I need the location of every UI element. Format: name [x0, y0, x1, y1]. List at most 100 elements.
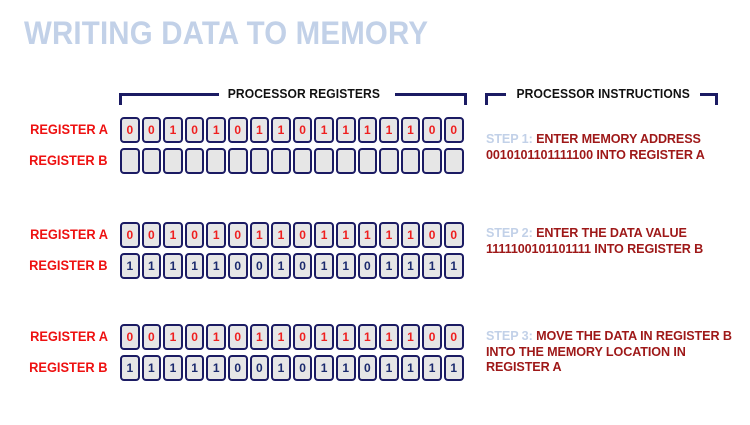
bit-cell: 1 — [335, 355, 356, 381]
bit-cell: 0 — [141, 222, 162, 248]
bit-cell: 1 — [379, 117, 399, 143]
bit-cell: 1 — [163, 253, 183, 279]
bit-cell: 1 — [163, 355, 183, 381]
bit-cell — [422, 148, 442, 174]
bracket-line-left — [119, 93, 219, 96]
bit-cell: 0 — [227, 355, 248, 381]
bit-cell: 1 — [163, 222, 183, 248]
bit-cell: 0 — [141, 324, 162, 350]
bracket-line-left — [485, 93, 506, 96]
bit-cell — [227, 148, 248, 174]
bit-cell: 1 — [206, 253, 226, 279]
page-title: WRITING DATA TO MEMORY — [24, 15, 429, 51]
bit-cell — [400, 148, 421, 174]
bit-cell: 0 — [292, 117, 313, 143]
bit-cell: 0 — [357, 355, 378, 381]
bit-cell: 1 — [163, 117, 183, 143]
bit-cell — [314, 148, 334, 174]
register-b-bits — [120, 148, 464, 174]
register-row-b-step1: REGISTER B — [30, 148, 464, 174]
bit-cell: 0 — [249, 253, 270, 279]
bit-cell — [163, 148, 183, 174]
step-label-1: STEP 1: — [486, 132, 537, 146]
bit-cell: 0 — [292, 355, 313, 381]
bit-cell: 1 — [249, 324, 270, 350]
bit-cell: 1 — [314, 117, 334, 143]
processor-registers-label: PROCESSOR REGISTERS — [227, 86, 380, 101]
bit-cell: 1 — [379, 222, 399, 248]
bit-cell: 1 — [206, 117, 226, 143]
instruction-step-2: STEP 2: ENTER THE DATA VALUE 11111001011… — [486, 226, 734, 257]
bit-cell — [271, 148, 291, 174]
bit-cell: 1 — [206, 324, 226, 350]
bit-cell: 0 — [141, 117, 162, 143]
bit-cell — [141, 148, 162, 174]
bracket-tick-right — [715, 93, 718, 105]
bit-cell: 0 — [443, 324, 464, 350]
register-b-label: REGISTER B — [29, 360, 108, 375]
bit-cell — [249, 148, 270, 174]
bit-cell: 0 — [120, 117, 140, 143]
bit-cell: 1 — [400, 117, 421, 143]
bit-cell: 1 — [314, 324, 334, 350]
bit-cell: 1 — [335, 222, 356, 248]
bit-cell: 1 — [206, 355, 226, 381]
bit-cell: 0 — [422, 324, 442, 350]
bit-cell: 0 — [249, 355, 270, 381]
bit-cell: 1 — [422, 253, 442, 279]
register-a-label: REGISTER A — [30, 227, 108, 242]
instruction-text-3: MOVE THE DATA IN REGISTER B INTO THE MEM… — [486, 329, 732, 374]
bit-cell: 0 — [292, 253, 313, 279]
bit-cell: 0 — [120, 324, 140, 350]
bit-cell — [184, 148, 205, 174]
bit-cell: 1 — [271, 222, 291, 248]
bit-cell — [206, 148, 226, 174]
bit-cell: 1 — [141, 355, 162, 381]
bit-cell — [357, 148, 378, 174]
bit-cell: 1 — [249, 117, 270, 143]
bit-cell: 0 — [120, 222, 140, 248]
step-label-3: STEP 3: — [486, 329, 537, 343]
bit-cell: 0 — [357, 253, 378, 279]
bit-cell: 0 — [443, 222, 464, 248]
bit-cell: 1 — [120, 253, 140, 279]
bit-cell: 1 — [400, 253, 421, 279]
bit-cell — [379, 148, 399, 174]
processor-instructions-bracket: PROCESSOR INSTRUCTIONS — [485, 85, 718, 113]
bit-cell: 1 — [271, 117, 291, 143]
bit-cell: 0 — [184, 324, 205, 350]
bit-cell — [335, 148, 356, 174]
bit-cell — [443, 148, 464, 174]
instruction-step-1: STEP 1: ENTER MEMORY ADDRESS 00101011011… — [486, 132, 734, 163]
bit-cell: 1 — [314, 222, 334, 248]
bit-cell: 0 — [227, 117, 248, 143]
bit-cell: 1 — [335, 324, 356, 350]
register-b-label: REGISTER B — [29, 258, 108, 273]
step-label-2: STEP 2: — [486, 226, 537, 240]
bit-cell: 1 — [357, 324, 378, 350]
bit-cell: 1 — [271, 253, 291, 279]
bit-cell: 0 — [227, 222, 248, 248]
register-b-label: REGISTER B — [29, 153, 108, 168]
bit-cell — [120, 148, 140, 174]
register-a-label: REGISTER A — [30, 122, 108, 137]
bit-cell: 0 — [227, 324, 248, 350]
bit-cell: 1 — [271, 355, 291, 381]
bit-cell: 0 — [422, 117, 442, 143]
bracket-line-right — [700, 93, 718, 96]
bit-cell: 0 — [184, 222, 205, 248]
bracket-tick-left — [119, 93, 122, 105]
bit-cell: 1 — [379, 253, 399, 279]
bit-cell: 0 — [443, 117, 464, 143]
instruction-text-2: ENTER THE DATA VALUE 1111100101101111 IN… — [486, 226, 704, 256]
bit-cell: 1 — [400, 355, 421, 381]
register-a-label: REGISTER A — [30, 329, 108, 344]
